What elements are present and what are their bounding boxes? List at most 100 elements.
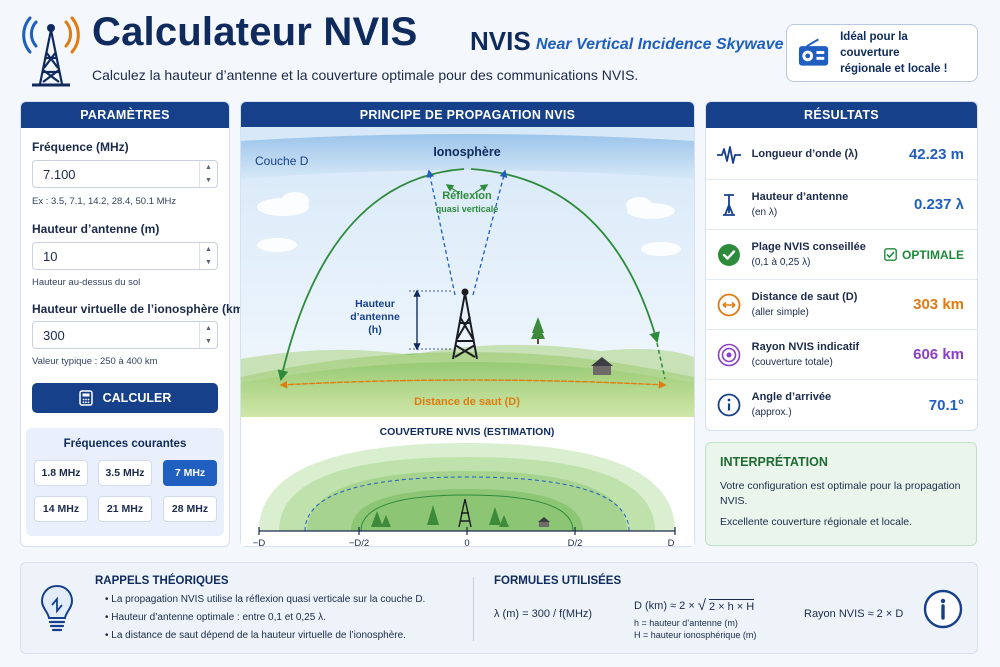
results-panel: RÉSULTATS Longueur d’onde (λ) 42.23 m Ha… bbox=[705, 101, 978, 431]
sqrt-icon: √ bbox=[697, 597, 706, 614]
propagation-diagram: Couche D Ionosphère Réflexion quasi vert… bbox=[241, 127, 694, 546]
result-row-skip-distance: Distance de saut (D) (aller simple) 303 k… bbox=[706, 280, 977, 330]
distance-icon bbox=[717, 293, 741, 316]
radio-icon bbox=[798, 38, 829, 66]
result-sub: (0,1 à 0,25 λ) bbox=[751, 256, 811, 268]
checkbox-checked-icon bbox=[884, 248, 897, 261]
nvis-tagline: Near Vertical Incidence Skywave bbox=[536, 36, 784, 53]
info-icon bbox=[717, 393, 741, 417]
freq-chip-28[interactable]: 28 MHz bbox=[163, 496, 217, 522]
rappel-item: La propagation NVIS utilise la réflexion… bbox=[105, 591, 425, 609]
freq-label: Fréquence (MHz) bbox=[32, 140, 129, 154]
formules-title: FORMULES UTILISÉES bbox=[494, 575, 622, 587]
axis-tick-minus-half-d: −D/2 bbox=[349, 538, 369, 546]
stepper-up-icon[interactable]: ▲ bbox=[205, 164, 212, 171]
freq-chip-7[interactable]: 7 MHz bbox=[163, 460, 217, 486]
antenna-icon bbox=[722, 193, 735, 216]
stepper-down-icon[interactable]: ▼ bbox=[205, 177, 212, 184]
freq-field: ▲▼ bbox=[32, 160, 218, 188]
height-stepper[interactable]: ▲▼ bbox=[199, 243, 217, 269]
result-value-antenna-height: 0.237 λ bbox=[913, 196, 964, 213]
formula-radius: Rayon NVIS ≈ 2 × D bbox=[804, 608, 904, 620]
freq-chip-21[interactable]: 21 MHz bbox=[98, 496, 152, 522]
coverage-title: COUVERTURE NVIS (ESTIMATION) bbox=[380, 426, 555, 438]
result-value-nvis-radius: 606 km bbox=[913, 346, 964, 363]
antenna-tower-icon bbox=[452, 288, 478, 360]
iono-label: Hauteur virtuelle de l’ionosphère (km) bbox=[32, 302, 248, 316]
formula-legend-H: H = hauteur ionosphérique (m) bbox=[634, 630, 757, 640]
result-label: Angle d’arrivée bbox=[751, 391, 832, 403]
freq-stepper[interactable]: ▲▼ bbox=[199, 161, 217, 187]
theory-section: RAPPELS THÉORIQUES La propagation NVIS u… bbox=[20, 562, 978, 654]
interpretation-text-2: Excellente couverture régionale et local… bbox=[720, 516, 913, 528]
ideal-text-1: Idéal pour la couverture bbox=[840, 31, 908, 59]
result-value-skip-distance: 303 km bbox=[913, 296, 964, 313]
interpretation-title: INTERPRÉTATION bbox=[720, 455, 828, 469]
result-label: Rayon NVIS indicatif bbox=[751, 340, 860, 353]
stepper-up-icon[interactable]: ▲ bbox=[205, 325, 212, 332]
freq-chip-14[interactable]: 14 MHz bbox=[34, 496, 88, 522]
rappels-list: La propagation NVIS utilise la réflexion… bbox=[105, 591, 425, 645]
freq-chip-1-8[interactable]: 1.8 MHz bbox=[34, 460, 88, 486]
interpretation-box: INTERPRÉTATION Votre configuration est o… bbox=[705, 442, 977, 546]
check-icon bbox=[717, 243, 740, 266]
result-row-antenna-height: Hauteur d’antenne(en λ) 0.237 λ bbox=[706, 180, 977, 230]
hauteur-label-1: Hauteur bbox=[355, 298, 395, 310]
result-sub: (couverture totale) bbox=[751, 356, 833, 368]
height-label: Hauteur d’antenne (m) bbox=[32, 222, 160, 236]
axis-tick-minus-d: −D bbox=[253, 538, 266, 546]
common-frequencies: Fréquences courantes 1.8 MHz 3.5 MHz 7 M… bbox=[26, 428, 224, 536]
result-label: Hauteur d’antenne bbox=[751, 190, 849, 203]
lightbulb-icon bbox=[40, 584, 74, 632]
calculate-button[interactable]: CALCULER bbox=[32, 383, 218, 413]
result-value-wavelength: 42.23 m bbox=[908, 146, 964, 163]
freq-hint: Ex : 3.5, 7.1, 14.2, 28.4, 50.1 MHz bbox=[32, 196, 177, 207]
stepper-down-icon[interactable]: ▼ bbox=[205, 259, 212, 266]
distance-label: Distance de saut (D) bbox=[414, 396, 520, 408]
freq-input[interactable] bbox=[43, 166, 183, 182]
result-value-nvis-range: OPTIMALE bbox=[902, 247, 964, 262]
calculator-icon bbox=[78, 390, 93, 406]
quasi-label: quasi verticale bbox=[436, 204, 499, 214]
result-label: Longueur d’onde (λ) bbox=[751, 148, 858, 160]
tree-icon bbox=[531, 317, 545, 344]
formula-legend: h = hauteur d’antenne (m) H = hauteur io… bbox=[634, 617, 756, 641]
formula-distance-left: D (km) ≈ 2 × bbox=[634, 599, 695, 612]
freq-chip-3-5[interactable]: 3.5 MHz bbox=[98, 460, 152, 486]
stepper-down-icon[interactable]: ▼ bbox=[205, 338, 212, 345]
result-sub: (approx.) bbox=[751, 407, 792, 418]
page-subtitle: Calculez la hauteur d’antenne et la couv… bbox=[92, 67, 639, 83]
ideal-banner: Idéal pour la couverture régionale et loc… bbox=[786, 24, 978, 82]
result-row-arrival-angle: Angle d’arrivée(approx.) 70.1° bbox=[706, 380, 977, 430]
divider bbox=[473, 577, 474, 641]
rappel-item: La distance de saut dépend de la hauteur… bbox=[105, 627, 425, 645]
result-row-nvis-range: Plage NVIS conseillée (0,1 à 0,25 λ) OPTI… bbox=[706, 230, 977, 280]
formula-distance-radicand: 2 × h × H bbox=[708, 598, 755, 613]
nvis-brand: NVIS bbox=[470, 26, 531, 56]
result-label: Plage NVIS conseillée bbox=[751, 240, 866, 253]
axis-tick-half-d: D/2 bbox=[568, 538, 583, 546]
iono-stepper[interactable]: ▲▼ bbox=[199, 322, 217, 348]
result-row-wavelength: Longueur d’onde (λ) 42.23 m bbox=[706, 130, 977, 180]
result-label: Distance de saut (D) bbox=[751, 290, 858, 303]
ideal-text-2: régionale et locale ! bbox=[840, 63, 948, 75]
stepper-up-icon[interactable]: ▲ bbox=[205, 246, 212, 253]
height-field: ▲▼ bbox=[32, 242, 218, 270]
iono-input[interactable] bbox=[43, 327, 183, 343]
interpretation-text-1: Votre configuration est optimale pour la… bbox=[720, 480, 961, 507]
height-input[interactable] bbox=[43, 248, 183, 264]
wave-icon bbox=[716, 145, 741, 164]
propagation-title: PRINCIPE DE PROPAGATION NVIS bbox=[241, 102, 694, 128]
result-sub: (aller simple) bbox=[751, 306, 809, 318]
calculate-label: CALCULER bbox=[102, 391, 172, 405]
height-hint: Hauteur au-dessus du sol bbox=[32, 277, 141, 288]
formula-wavelength: λ (m) = 300 / f(MHz) bbox=[494, 608, 593, 620]
hauteur-label-3: (h) bbox=[368, 324, 381, 336]
formula-distance: D (km) ≈ 2 × √ 2 × h × H bbox=[634, 597, 755, 614]
hauteur-label-2: d’antenne bbox=[350, 311, 400, 323]
rappels-title: RAPPELS THÉORIQUES bbox=[95, 575, 229, 587]
ionosphere-band bbox=[241, 134, 694, 179]
common-frequencies-title: Fréquences courantes bbox=[63, 438, 187, 450]
tower-logo-icon bbox=[22, 16, 80, 87]
couche-d-label: Couche D bbox=[255, 154, 309, 168]
